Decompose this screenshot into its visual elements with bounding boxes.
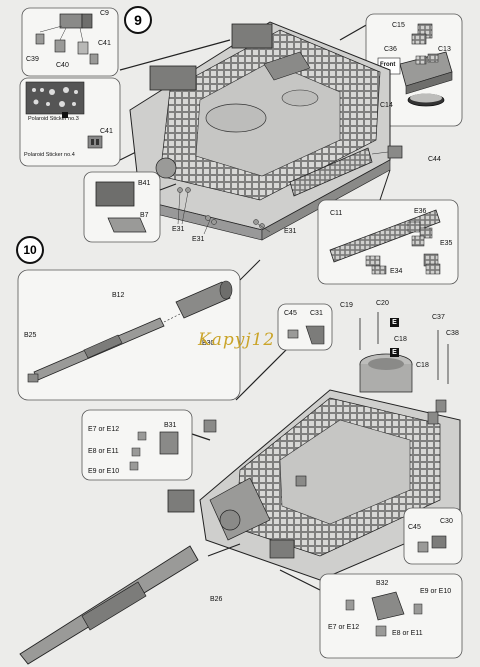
hull-step9 xyxy=(129,21,391,241)
label-c13: C13 xyxy=(438,46,451,53)
label-c45a: C45 xyxy=(284,310,297,317)
turret-step10 xyxy=(167,312,461,581)
label-b41: B41 xyxy=(138,180,151,187)
label-c36: C36 xyxy=(384,46,397,53)
label-c18a: C18 xyxy=(394,336,407,343)
e-badge-1: E xyxy=(390,318,399,327)
label-b32: B32 xyxy=(376,580,389,587)
barrel-b12 xyxy=(27,280,233,383)
e-badge-2: E xyxy=(390,348,399,357)
label-b12: B12 xyxy=(112,292,125,299)
label-e9e10b: E9 or E10 xyxy=(420,588,452,595)
label-c14: C14 xyxy=(380,102,393,109)
sticker-3-label: Polaroid Sticker no.3 xyxy=(28,116,79,122)
label-c40: C40 xyxy=(56,62,69,69)
label-c15: C15 xyxy=(392,22,405,29)
label-b7: B7 xyxy=(140,212,149,219)
label-e31b: E31 xyxy=(192,236,205,243)
step-9-number: 9 xyxy=(124,6,152,34)
label-e34: E34 xyxy=(390,268,403,275)
label-e31a: E31 xyxy=(172,226,185,233)
label-c39: C39 xyxy=(26,56,39,63)
main-gun xyxy=(19,543,241,665)
label-c30: C30 xyxy=(440,518,453,525)
label-c38: C38 xyxy=(446,330,459,337)
label-c41b: C41 xyxy=(100,128,113,135)
label-c44: C44 xyxy=(428,156,441,163)
front-label: Front xyxy=(380,62,396,68)
step-10-number: 10 xyxy=(16,236,44,264)
label-c11: C11 xyxy=(330,210,343,217)
label-b26: B26 xyxy=(210,596,223,603)
label-c41a: C41 xyxy=(98,40,111,47)
label-c45b: C45 xyxy=(408,524,421,531)
label-e9e10a: E9 or E10 xyxy=(88,468,120,475)
inset-b31 xyxy=(81,409,193,481)
label-e31c: E31 xyxy=(284,228,297,235)
label-e8e11a: E8 or E11 xyxy=(88,448,119,455)
label-c20: C20 xyxy=(376,300,389,307)
label-b31: B31 xyxy=(164,422,177,429)
label-e7e12a: E7 or E12 xyxy=(88,426,120,433)
label-c9: C9 xyxy=(100,10,109,17)
label-e36: E36 xyxy=(414,208,427,215)
label-c18b: C18 xyxy=(416,362,429,369)
label-c37: C37 xyxy=(432,314,445,321)
label-b30: B30 xyxy=(202,340,215,347)
sticker-4-label: Polaroid Sticker no.4 xyxy=(24,152,75,158)
watermark-text: Kapyj12 xyxy=(198,330,276,350)
label-e7e12b: E7 or E12 xyxy=(328,624,360,631)
label-c19: C19 xyxy=(340,302,353,309)
label-b25: B25 xyxy=(24,332,37,339)
label-e8e11b: E8 or E11 xyxy=(392,630,423,637)
label-c31: C31 xyxy=(310,310,323,317)
label-e35: E35 xyxy=(440,240,453,247)
